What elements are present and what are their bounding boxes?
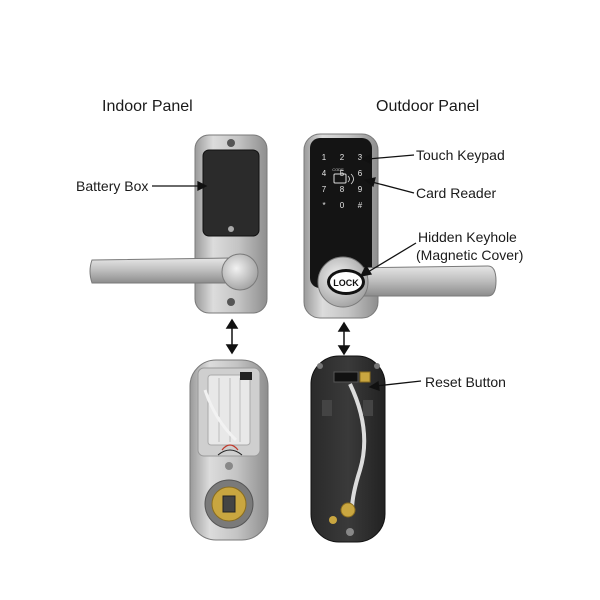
keypad-key[interactable]: # <box>358 201 363 210</box>
card-reader-label: Card Reader <box>416 185 497 201</box>
reset-button-label: Reset Button <box>425 374 506 390</box>
screw-icon <box>227 139 235 147</box>
reset-button-leader <box>368 380 422 391</box>
lock-button-label: LOCK <box>333 278 359 288</box>
magnetic-cover-label: (Magnetic Cover) <box>416 247 524 263</box>
card-reader-icon <box>333 173 354 185</box>
indoor-double-arrow <box>225 318 239 355</box>
hidden-keyhole-label: Hidden Keyhole <box>418 229 517 245</box>
reset-button[interactable] <box>359 371 371 383</box>
outdoor-double-arrow <box>337 321 351 356</box>
keypad-key[interactable]: 8 <box>340 185 345 194</box>
touch-keypad-label: Touch Keypad <box>416 147 505 163</box>
hidden-keyhole-leader <box>359 242 417 277</box>
keypad-key[interactable]: 6 <box>358 169 363 178</box>
keypad-key[interactable]: 2 <box>340 153 345 162</box>
keypad-key[interactable]: 7 <box>322 185 327 194</box>
outdoor-lever-handle <box>344 265 497 297</box>
keypad-key[interactable]: 0 <box>340 201 345 210</box>
screw-icon <box>228 226 234 232</box>
keypad-key[interactable]: 1 <box>322 153 327 162</box>
battery-box-label: Battery Box <box>76 178 149 194</box>
keypad-key[interactable]: * <box>322 201 325 210</box>
indoor-panel-heading: Indoor Panel <box>102 98 193 115</box>
outdoor-panel-back <box>310 355 386 543</box>
card-reader-leader <box>363 177 415 194</box>
touch-keypad-leader <box>360 153 415 165</box>
screw-icon <box>227 298 235 306</box>
indoor-panel-back <box>189 359 269 541</box>
battery-box-leader <box>152 180 208 192</box>
outdoor-panel-heading: Outdoor Panel <box>376 98 480 115</box>
keypad-key[interactable]: 9 <box>358 185 363 194</box>
battery-box-cover <box>202 149 260 237</box>
keypad-mode-label: CODE <box>332 167 344 172</box>
indoor-panel-front <box>89 134 268 314</box>
indoor-lever-handle <box>89 253 259 291</box>
keypad-key[interactable]: 4 <box>322 169 327 178</box>
hidden-keyhole-cover[interactable] <box>317 256 369 308</box>
keypad-key[interactable]: 3 <box>358 153 363 162</box>
